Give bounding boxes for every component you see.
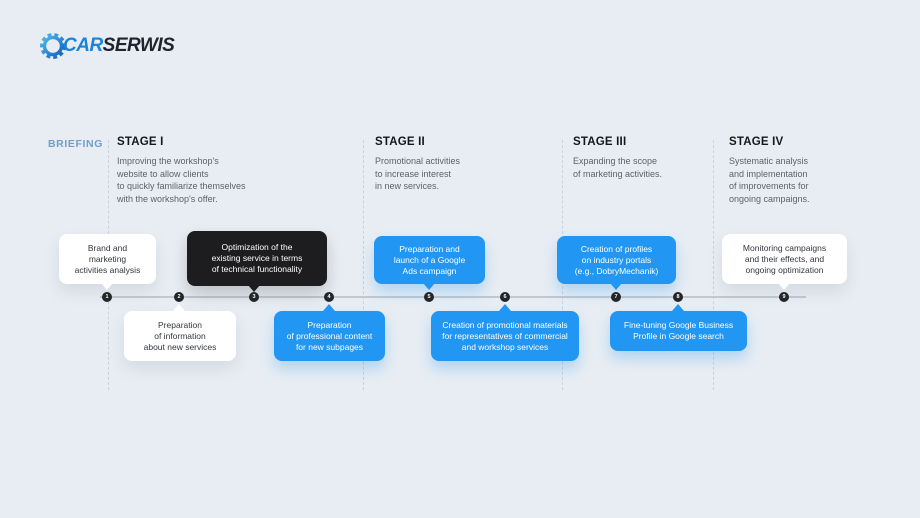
timeline-dot-3: 3 xyxy=(249,292,259,302)
logo-text-car: CAR xyxy=(63,35,103,56)
stage-1-description: Improving the workshop's website to allo… xyxy=(117,156,246,204)
milestone-card-4: Preparation of professional content for … xyxy=(274,311,385,361)
milestone-card-8: Fine-tuning Google Business Profile in G… xyxy=(610,311,747,351)
milestone-card-3: Optimization of the existing service in … xyxy=(187,231,327,286)
milestone-label: Optimization of the existing service in … xyxy=(211,242,303,274)
milestone-card-5: Preparation and launch of a Google Ads c… xyxy=(374,236,485,284)
milestone-pointer-1 xyxy=(101,283,113,290)
timeline-dot-4: 4 xyxy=(324,292,334,302)
milestone-card-6: Creation of promotional materials for re… xyxy=(431,311,579,361)
timeline-dot-2: 2 xyxy=(174,292,184,302)
milestone-card-2: Preparation of information about new ser… xyxy=(124,311,236,361)
stage-1-header: STAGE I Improving the workshop's website… xyxy=(117,136,246,205)
stage-4-header: STAGE IV Systematic analysis and impleme… xyxy=(729,136,810,205)
gear-icon xyxy=(36,28,72,64)
timeline-dot-8: 8 xyxy=(673,292,683,302)
stage-4-title: STAGE IV xyxy=(729,136,784,148)
milestone-pointer-3 xyxy=(248,285,260,292)
milestone-label: Creation of profiles on industry portals… xyxy=(574,243,659,276)
timeline-dot-9: 9 xyxy=(779,292,789,302)
milestone-pointer-8 xyxy=(672,304,684,311)
briefing-label: BRIEFING xyxy=(48,138,103,150)
milestone-label: Creation of promotional materials for re… xyxy=(442,319,568,352)
milestone-pointer-2 xyxy=(173,304,185,311)
timeline-dot-7: 7 xyxy=(611,292,621,302)
timeline-line xyxy=(100,296,806,298)
timeline-dot-1: 1 xyxy=(102,292,112,302)
stage-3-description: Expanding the scope of marketing activit… xyxy=(573,156,663,179)
milestone-card-1: Brand and marketing activities analysis xyxy=(59,234,156,284)
milestone-label: Preparation of information about new ser… xyxy=(143,319,217,352)
milestone-pointer-7 xyxy=(610,283,622,290)
milestone-card-7: Creation of profiles on industry portals… xyxy=(557,236,676,284)
stage-divider-2 xyxy=(363,140,364,390)
timeline-dot-6: 6 xyxy=(500,292,510,302)
stage-2-header: STAGE II Promotional activities to incre… xyxy=(375,136,460,193)
milestone-pointer-6 xyxy=(499,304,511,311)
milestone-label: Fine-tuning Google Business Profile in G… xyxy=(623,320,734,341)
logo-text-serwis: SERWIS xyxy=(102,35,175,56)
milestone-label: Monitoring campaigns and their effects, … xyxy=(742,242,827,275)
milestone-card-9: Monitoring campaigns and their effects, … xyxy=(722,234,847,284)
logo-wordmark: CARSERWIS xyxy=(63,35,175,57)
stage-1-title: STAGE I xyxy=(117,136,164,148)
stage-3-header: STAGE III Expanding the scope of marketi… xyxy=(573,136,662,180)
stage-2-title: STAGE II xyxy=(375,136,425,148)
stage-3-title: STAGE III xyxy=(573,136,627,148)
milestone-label: Brand and marketing activities analysis xyxy=(74,242,141,275)
timeline-dot-5: 5 xyxy=(424,292,434,302)
stage-4-description: Systematic analysis and implementation o… xyxy=(729,156,810,204)
milestone-pointer-9 xyxy=(778,283,790,290)
milestone-label: Preparation of professional content for … xyxy=(286,319,373,352)
milestone-pointer-5 xyxy=(423,283,435,290)
stage-2-description: Promotional activities to increase inter… xyxy=(375,156,461,191)
milestone-pointer-4 xyxy=(323,304,335,311)
carserwis-logo: CARSERWIS xyxy=(36,28,175,64)
milestone-label: Preparation and launch of a Google Ads c… xyxy=(393,243,466,276)
stage-divider-4 xyxy=(713,140,714,390)
